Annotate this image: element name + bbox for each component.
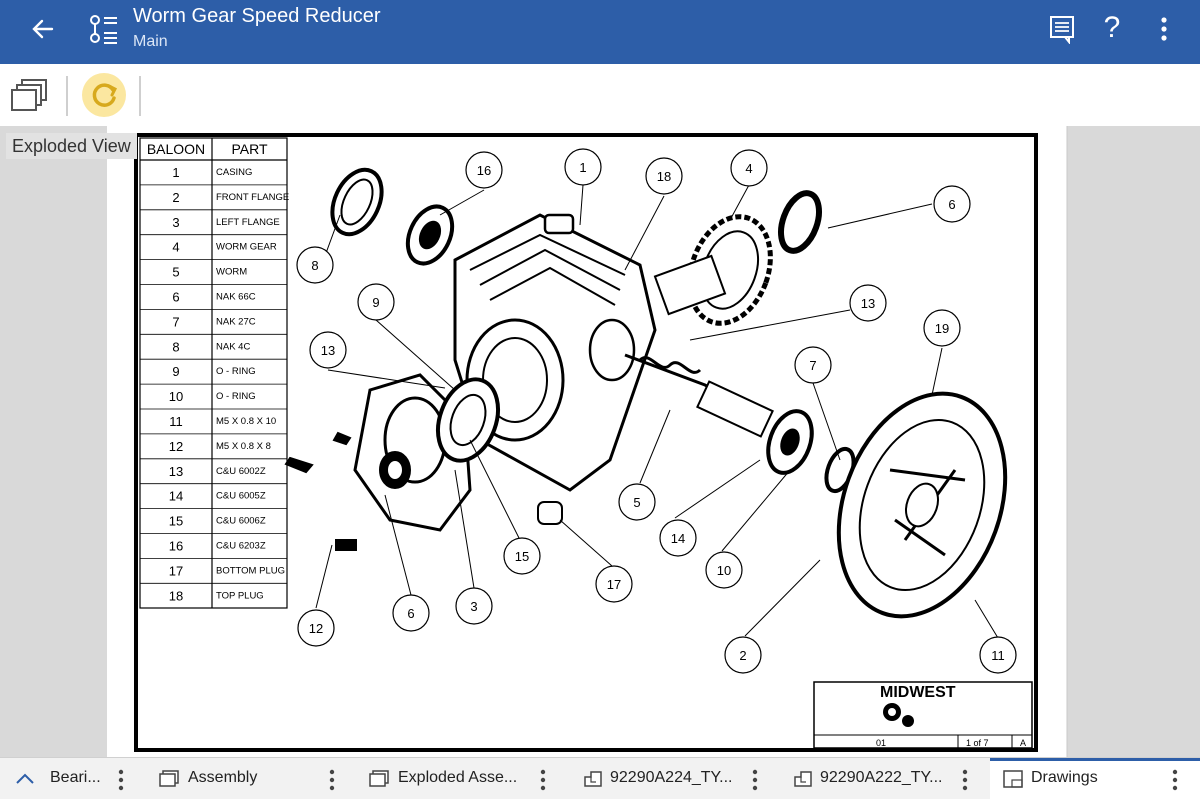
- notes-icon[interactable]: [1047, 14, 1077, 44]
- page-title: Worm Gear Speed Reducer: [133, 5, 381, 27]
- toolbar-divider: [139, 76, 141, 116]
- drawing-icon: [1003, 770, 1023, 788]
- chevron-up-icon[interactable]: [14, 769, 36, 789]
- page-subtitle: Main: [133, 33, 168, 50]
- back-arrow-icon[interactable]: [28, 14, 58, 44]
- windows-icon[interactable]: [10, 78, 48, 114]
- help-button[interactable]: ?: [1103, 11, 1121, 44]
- tab-part-92290a222[interactable]: 92290A222_TY...: [780, 758, 986, 800]
- tab-label: 92290A222_TY...: [820, 769, 943, 786]
- toolbar-divider: [66, 76, 68, 116]
- part-icon: [794, 771, 812, 787]
- tab-label: Exploded Asse...: [398, 769, 518, 786]
- toolbar: [0, 64, 1200, 126]
- tab-label: 92290A224_TY...: [610, 769, 733, 786]
- tab-menu-icon[interactable]: [961, 768, 969, 792]
- assembly-icon: [369, 770, 389, 787]
- refresh-icon: [92, 83, 118, 107]
- assembly-icon: [159, 770, 179, 787]
- model-tree-icon[interactable]: [86, 12, 122, 48]
- tab-bearing[interactable]: Beari...: [0, 758, 140, 800]
- tab-label: Assembly: [188, 769, 258, 786]
- tab-menu-icon[interactable]: [328, 768, 336, 792]
- tab-menu-icon[interactable]: [1171, 768, 1179, 792]
- drawing-sheet[interactable]: [107, 126, 1067, 757]
- app-bar: Worm Gear Speed Reducer Main ?: [0, 0, 1200, 64]
- tab-menu-icon[interactable]: [539, 768, 547, 792]
- tab-menu-icon[interactable]: [751, 768, 759, 792]
- bottom-tab-bar: Beari... Assembly Exploded Asse... 92290…: [0, 757, 1200, 800]
- view-label[interactable]: Exploded View: [6, 133, 137, 159]
- tab-label: Drawings: [1031, 769, 1098, 786]
- tab-part-92290a224[interactable]: 92290A224_TY...: [568, 758, 778, 800]
- overflow-menu-icon[interactable]: [1152, 14, 1176, 44]
- drawing-viewer[interactable]: [0, 126, 1200, 757]
- part-icon: [584, 771, 602, 787]
- tab-exploded-assembly[interactable]: Exploded Asse...: [358, 758, 560, 800]
- tab-assembly[interactable]: Assembly: [148, 758, 350, 800]
- tab-menu-icon[interactable]: [117, 768, 125, 792]
- tab-label: Beari...: [50, 769, 101, 786]
- tab-drawings[interactable]: Drawings: [990, 758, 1200, 800]
- refresh-button[interactable]: [82, 73, 126, 117]
